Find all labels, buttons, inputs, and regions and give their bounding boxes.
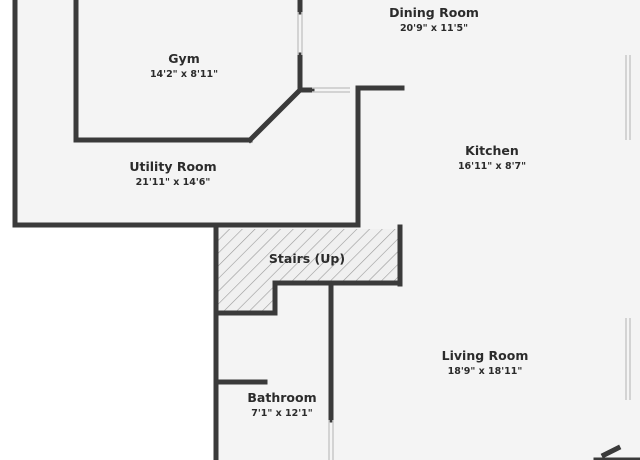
stairs-hatch [218, 229, 400, 313]
room-name-stairs: Stairs (Up) [269, 251, 345, 266]
room-label-dining[interactable]: Dining Room 20'9" x 11'5" [389, 5, 479, 34]
room-name-dining: Dining Room [389, 5, 479, 20]
windows [297, 12, 631, 460]
room-label-gym[interactable]: Gym 14'2" x 8'11" [150, 51, 218, 80]
room-name-kitchen: Kitchen [465, 143, 519, 158]
wall-corner-diagonal [600, 444, 622, 459]
upper-floor-fill [15, 0, 640, 225]
room-name-utility: Utility Room [129, 159, 216, 174]
room-name-living: Living Room [442, 348, 529, 363]
wall-gym-diagonal [246, 86, 304, 144]
room-label-kitchen[interactable]: Kitchen 16'11" x 8'7" [458, 143, 526, 172]
room-dims-living: 18'9" x 18'11" [448, 366, 523, 377]
room-dims-gym: 14'2" x 8'11" [150, 69, 218, 80]
room-name-bathroom: Bathroom [247, 390, 316, 405]
room-label-living[interactable]: Living Room 18'9" x 18'11" [442, 348, 529, 377]
room-label-utility[interactable]: Utility Room 21'11" x 14'6" [129, 159, 216, 188]
room-dims-utility: 21'11" x 14'6" [136, 177, 211, 188]
walls [12, 0, 640, 460]
room-name-gym: Gym [168, 51, 199, 66]
room-dims-dining: 20'9" x 11'5" [400, 23, 468, 34]
room-dims-bathroom: 7'1" x 12'1" [251, 408, 313, 419]
room-label-bathroom[interactable]: Bathroom 7'1" x 12'1" [247, 390, 316, 419]
room-dims-kitchen: 16'11" x 8'7" [458, 161, 526, 172]
room-label-stairs[interactable]: Stairs (Up) [269, 251, 345, 266]
